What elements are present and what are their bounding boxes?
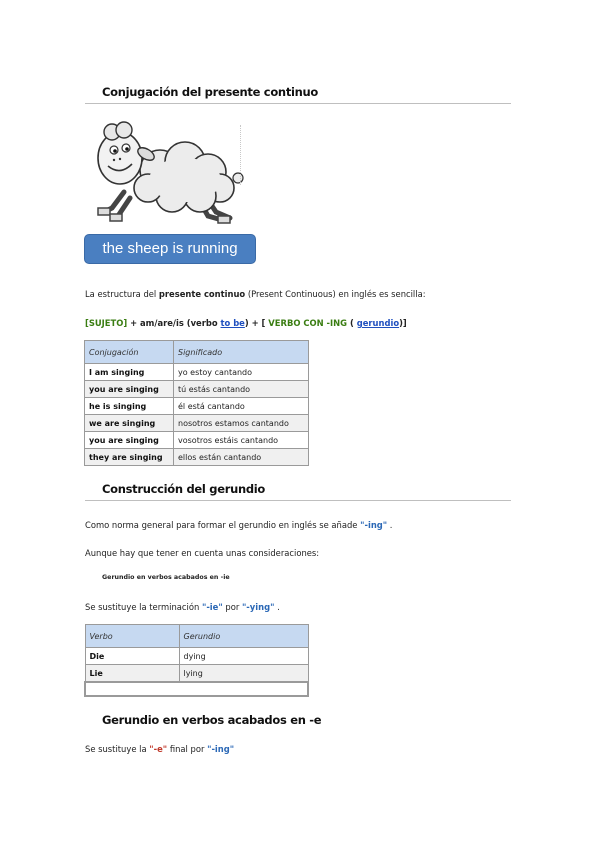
title-divider (85, 500, 511, 501)
formula-mid3: ( (347, 318, 357, 328)
table-cell: they are singing (84, 448, 174, 466)
table-row: you are singing vosotros estáis cantando (84, 431, 309, 449)
intro-text-bold: presente continuo (158, 289, 246, 299)
table-cell: you are singing (84, 431, 174, 449)
table-cell: él está cantando (173, 397, 309, 415)
sheep-illustration (97, 121, 244, 224)
table-cell: tú estás cantando (173, 380, 309, 398)
table-cell: yo estoy cantando (173, 363, 309, 381)
header-verbo: Verbo (84, 624, 180, 648)
formula-mid1: + am/are/is (verbo (127, 318, 221, 328)
gerund-rule-paragraph: Como norma general para formar el gerund… (85, 520, 392, 530)
vertical-watermark-text (240, 125, 249, 185)
conjugation-table: Conjugación Significado I am singing yo … (84, 340, 309, 466)
p-quote-e: "-e" (149, 744, 168, 754)
p1-pre: Como norma general para formar el gerund… (85, 520, 361, 530)
p3-post: . (274, 602, 280, 612)
table-cell: nosotros estamos cantando (173, 414, 309, 432)
table-row: he is singing él está cantando (84, 397, 309, 415)
table-cell: Die (84, 647, 180, 665)
considerations-paragraph: Aunque hay que tener en cuenta unas cons… (85, 548, 320, 558)
table-cell: ellos están cantando (173, 448, 309, 466)
formula-mid2: ) + [ (244, 318, 269, 328)
p3-quote-ying: "-ying" (241, 602, 275, 612)
header-gerundio: Gerundio (178, 624, 309, 648)
intro-text-pre: La estructura del (85, 289, 159, 299)
table-cell: Lie (84, 664, 180, 683)
p3-quote-ie: "-ie" (201, 602, 223, 612)
link-gerundio[interactable]: gerundio (356, 318, 400, 328)
formula-subject: [SUJETO] (85, 318, 128, 328)
title-divider (85, 103, 511, 104)
table-cell: I am singing (84, 363, 174, 381)
table-cell: you are singing (84, 380, 174, 398)
formula-end: )] (399, 318, 407, 328)
table-header-row: Verbo Gerundio (84, 624, 309, 648)
p-pre: Se sustituye la (85, 744, 150, 754)
intro-text-post: (Present Continuous) en inglés es sencil… (245, 289, 426, 299)
table-header-row: Conjugación Significado (84, 340, 309, 364)
formula-verb: VERBO CON -ING (268, 318, 348, 328)
p-quote-ing: "-ing" (207, 744, 235, 754)
header-conjugacion: Conjugación (84, 340, 174, 364)
header-significado: Significado (173, 340, 309, 364)
p-mid: final por (167, 744, 208, 754)
table-row: you are singing tú estás cantando (84, 380, 309, 398)
formula-line: [SUJETO] + am/are/is (verbo to be) + [ V… (85, 318, 407, 328)
p3-mid: por (222, 602, 242, 612)
table-cell: vosotros estáis cantando (173, 431, 309, 449)
p1-quote: "-ing" (360, 520, 388, 530)
subheading-ie: Gerundio en verbos acabados en -ie (102, 574, 230, 581)
sheep-caption-banner: the sheep is running (85, 235, 255, 263)
intro-paragraph: La estructura del presente continuo (Pre… (85, 289, 426, 299)
verb-gerund-table: Verbo Gerundio Die dying Lie lying (84, 624, 309, 697)
e-rule-paragraph: Se sustituye la "-e" final por "-ing" (85, 744, 234, 754)
table-row: I am singing yo estoy cantando (84, 363, 309, 381)
table-cell: lying (178, 664, 309, 683)
ie-rule-paragraph: Se sustituye la terminación "-ie" por "-… (85, 602, 280, 612)
table-cell-empty (84, 681, 309, 697)
p3-pre: Se sustituye la terminación (85, 602, 202, 612)
table-row: we are singing nosotros estamos cantando (84, 414, 309, 432)
table-row: Lie lying (84, 664, 309, 683)
section-title-present-continuous: Conjugación del presente continuo (102, 85, 319, 99)
section-title-gerund-e: Gerundio en verbos acabados en -e (102, 713, 322, 727)
table-row: Die dying (84, 647, 309, 665)
link-to-be[interactable]: to be (220, 318, 245, 328)
table-cell: we are singing (84, 414, 174, 432)
section-title-gerund: Construcción del gerundio (102, 482, 266, 496)
table-row (84, 681, 309, 697)
p1-post: . (387, 520, 393, 530)
table-cell: dying (178, 647, 309, 665)
table-cell: he is singing (84, 397, 174, 415)
table-row: they are singing ellos están cantando (84, 448, 309, 466)
